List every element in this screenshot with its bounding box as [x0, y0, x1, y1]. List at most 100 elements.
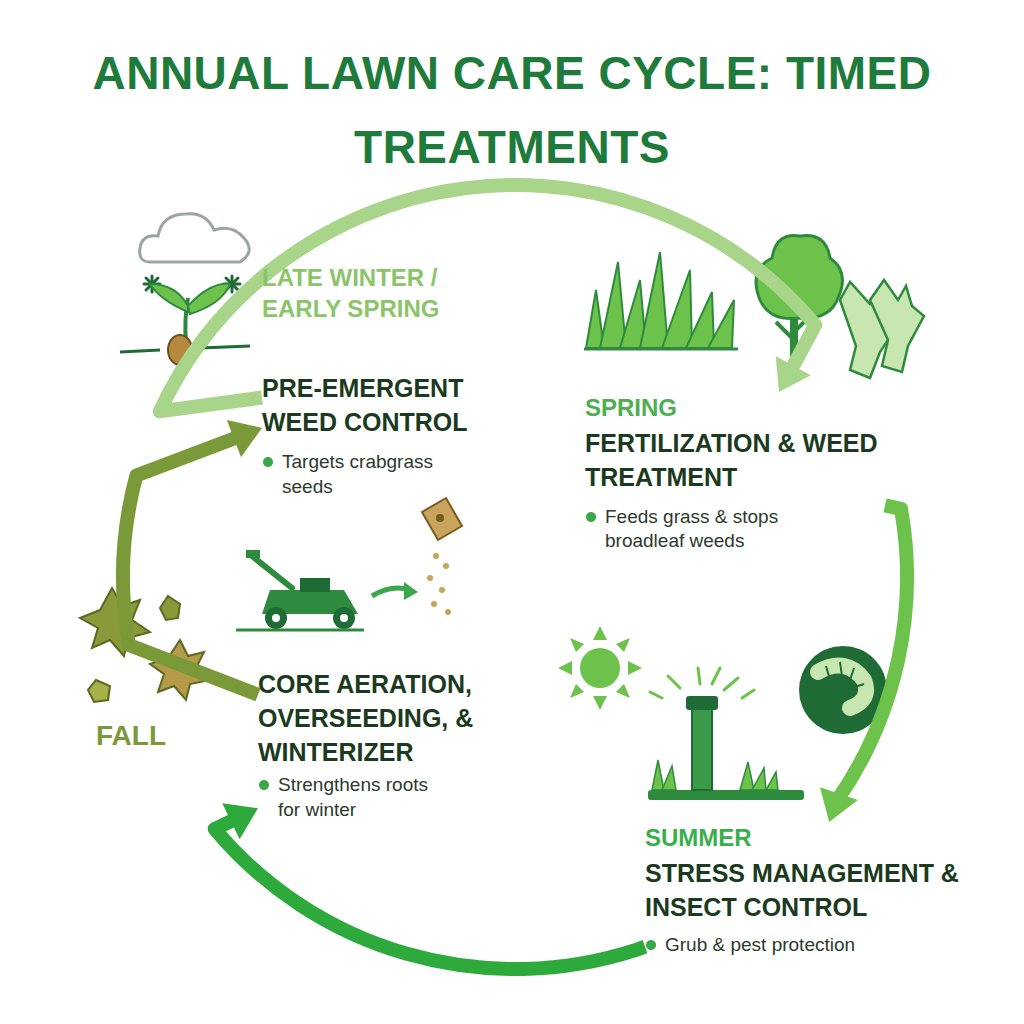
mower-icon-part — [236, 629, 364, 632]
sun-icon — [558, 626, 642, 710]
diagram-title: ANNUAL LAWN CARE CYCLE: TIMED TREATMENTS — [90, 36, 934, 184]
stage-node: SUMMER STRESS MANAGEMENT & INSECT CONTROL… — [645, 822, 967, 957]
stage-heading: STRESS MANAGEMENT & INSECT CONTROL — [645, 857, 967, 925]
sprinkler-icon-part-part — [652, 760, 664, 790]
bullet-note: Feeds grass & stops broadleaf weeds — [585, 505, 845, 554]
stage-node: FALLCORE AERATION, OVERSEEDING, & WINTER… — [258, 668, 520, 823]
sun-icon-part — [580, 648, 620, 688]
sprinkler-icon-part-part — [650, 692, 662, 698]
cycle-arrow — [123, 420, 262, 695]
sprinkler-icon-part — [650, 668, 754, 698]
sprinkler-icon-part — [692, 704, 712, 790]
seed-bag-icon-part-part — [427, 575, 433, 581]
sun-icon-part — [558, 661, 572, 675]
grass-icon-part — [584, 348, 738, 351]
sprinkler-icon-part-part — [698, 668, 700, 684]
seed-bag-icon-part-part — [433, 553, 439, 559]
sprinkler-icon-part-part — [742, 690, 754, 698]
mower-icon — [236, 550, 364, 630]
seed-bag-icon-part — [422, 498, 462, 540]
seed-bag-icon-part-part — [445, 609, 451, 615]
winter-sprout-icon-part — [120, 346, 250, 352]
stage-node: LATE WINTER / EARLY SPRING PRE-EMERGENT W… — [262, 262, 512, 499]
winter-sprout-icon — [120, 214, 250, 365]
arrow-head — [227, 420, 262, 457]
season-label: FALL — [96, 720, 166, 752]
grass-icon — [584, 252, 738, 349]
stage-heading: CORE AERATION, OVERSEEDING, & WINTERIZER — [258, 668, 520, 769]
sun-icon-part — [593, 696, 607, 710]
sprinkler-icon-part-part — [752, 768, 766, 790]
grub-badge — [799, 646, 887, 734]
sprinkler-icon-part — [686, 696, 718, 710]
cycle-arc — [160, 185, 816, 411]
gloves-icon — [840, 280, 924, 378]
stage-node: SPRING FERTILIZATION & WEED TREATMENT Feed… — [585, 392, 885, 554]
mower-icon-part — [246, 550, 260, 558]
sprinkler-icon-part-part — [766, 772, 778, 790]
sprinkler-icon-part-part — [662, 766, 676, 790]
cycle-arc — [836, 505, 907, 801]
mower-icon-part — [252, 556, 292, 588]
arrow-head — [776, 356, 811, 392]
sprinkler-icon-part — [652, 760, 778, 790]
winter-sprout-icon-part — [188, 284, 230, 314]
seed-bag-icon-part-part — [431, 601, 437, 607]
sun-icon-part — [593, 626, 607, 640]
leaves-icon-part — [80, 588, 150, 656]
grass-icon-part — [662, 270, 692, 348]
mower-icon-part — [340, 614, 348, 622]
cycle-arrow — [160, 185, 816, 411]
sprinkler-icon — [648, 668, 804, 800]
sun-icon-part — [628, 661, 642, 675]
grass-icon-part — [686, 292, 714, 348]
sun-icon-part — [616, 638, 630, 652]
sun-icon-part — [570, 684, 584, 698]
sprinkler-icon-part — [648, 790, 804, 800]
cycle-arc — [123, 436, 258, 695]
arrow-head — [222, 803, 258, 839]
tree-icon-part — [756, 235, 843, 318]
seed-bag-icon-part — [436, 514, 444, 522]
winter-sprout-icon-part — [168, 335, 192, 365]
mower-icon-part — [300, 578, 330, 592]
season-label: SUMMER — [645, 822, 967, 853]
winter-sprout-icon-part — [140, 214, 249, 262]
stage-heading: FERTILIZATION & WEED TREATMENT — [585, 427, 885, 495]
bullet-note: Grub & pest protection — [645, 933, 965, 958]
seed-bag-icon — [422, 498, 462, 615]
sprinkler-icon-part-part — [740, 762, 754, 790]
tree-icon — [756, 235, 843, 374]
leaves-icon-part — [150, 640, 210, 700]
mower-icon-part — [265, 607, 287, 629]
bullet-note: Strengthens roots for winter — [258, 773, 448, 822]
sun-icon-part — [616, 684, 630, 698]
sprinkler-icon-part-part — [668, 676, 680, 688]
step-arrow — [372, 582, 418, 600]
cycle-arrow — [215, 803, 645, 969]
bullet-note: Targets crabgrass seeds — [262, 450, 462, 499]
gloves-icon-part — [870, 280, 924, 372]
arrow-head — [820, 787, 858, 822]
winter-sprout-icon-part — [150, 284, 188, 312]
sprinkler-icon-part-part — [724, 678, 738, 690]
mower-icon-part — [272, 614, 280, 622]
cycle-arc — [215, 818, 645, 969]
grass-icon-part — [600, 262, 626, 348]
sprinkler-icon-part-part — [712, 668, 720, 684]
mower-icon-part — [333, 607, 355, 629]
leaves-icon — [80, 588, 210, 702]
stage-heading: PRE-EMERGENT WEED CONTROL — [262, 372, 512, 440]
leaves-icon-part — [88, 680, 110, 702]
seed-bag-icon-part-part — [443, 563, 449, 569]
leaves-icon-part — [160, 596, 180, 620]
grub-badge-part — [799, 646, 887, 734]
grass-icon-part — [640, 252, 668, 348]
grub-badge-part — [826, 662, 864, 688]
grass-icon-part — [708, 300, 734, 348]
season-label: SPRING — [585, 392, 885, 423]
season-label: LATE WINTER / EARLY SPRING — [262, 262, 512, 324]
sun-icon-part — [570, 638, 584, 652]
seed-bag-icon-part — [427, 553, 451, 615]
seed-bag-icon-part-part — [439, 587, 445, 593]
